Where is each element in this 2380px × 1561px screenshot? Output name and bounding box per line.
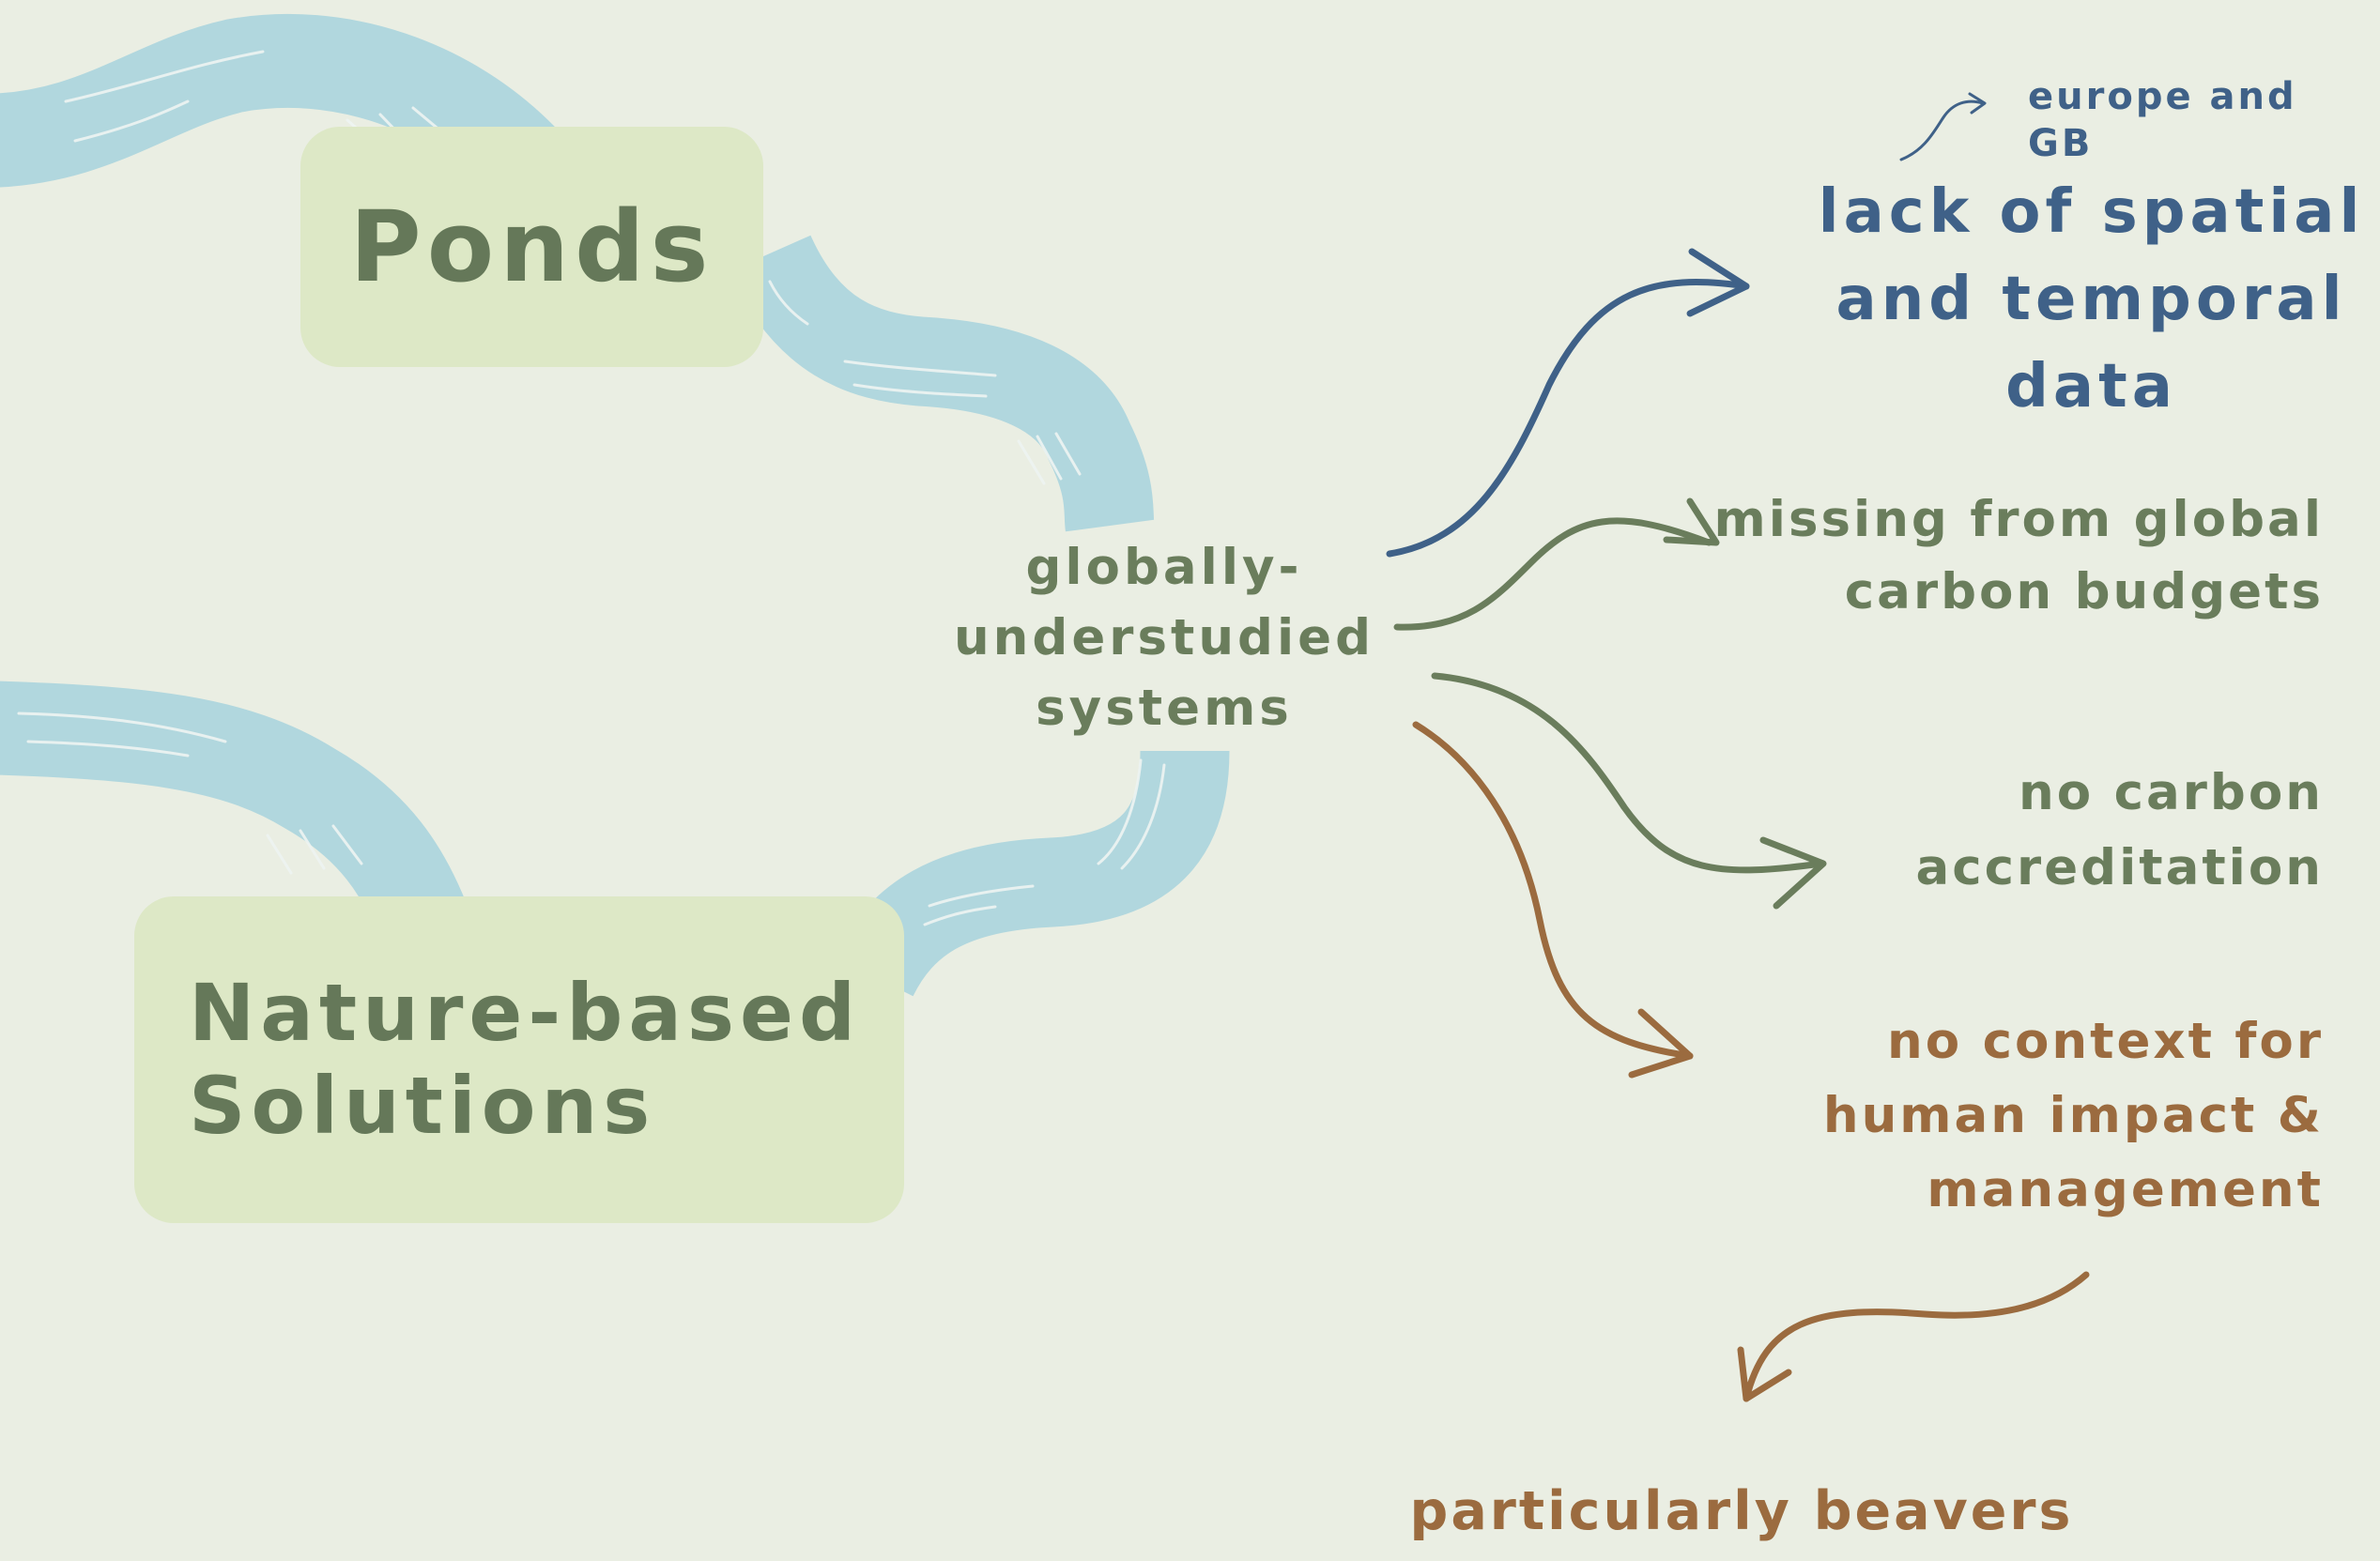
ponds-box: Ponds (300, 127, 763, 367)
river-left-lower (0, 681, 467, 939)
nbs-box: Nature-based Solutions (134, 896, 904, 1223)
note-arrow (1899, 99, 1985, 161)
outcome-accreditation: no carbon accreditation (1915, 764, 2324, 896)
arrow-to-spatial (1386, 279, 1750, 558)
arrowhead-human (1628, 1008, 1694, 1079)
outcome-human: no context for human impact & management (1822, 1013, 2324, 1218)
nbs-title: Nature-based Solutions (189, 966, 862, 1152)
river-nbs-to-center (833, 749, 1230, 998)
arrow-to-budgets (1393, 517, 1712, 631)
center-concept: globally- understudied systems (953, 539, 1375, 737)
river-top (0, 13, 560, 197)
river-ponds-to-center (729, 234, 1155, 532)
spatial-note: europe and GB (2028, 75, 2297, 165)
arrow-to-accreditation (1431, 672, 1825, 874)
outcome-budgets: missing from global carbon budgets (1713, 491, 2324, 620)
ponds-title: Ponds (349, 189, 714, 304)
arrowhead-accreditation (1759, 836, 1827, 910)
arrowhead-spatial (1686, 248, 1750, 317)
arrowhead-beavers (1737, 1346, 1792, 1402)
arrowhead-budgets (1663, 497, 1720, 546)
arrow-to-human (1412, 721, 1694, 1060)
arrow-to-beavers (1743, 1271, 2090, 1402)
outcome-spatial: lack of spatial and temporal data (1818, 177, 2365, 421)
outcome-beavers: particularly beavers (1409, 1480, 2074, 1542)
